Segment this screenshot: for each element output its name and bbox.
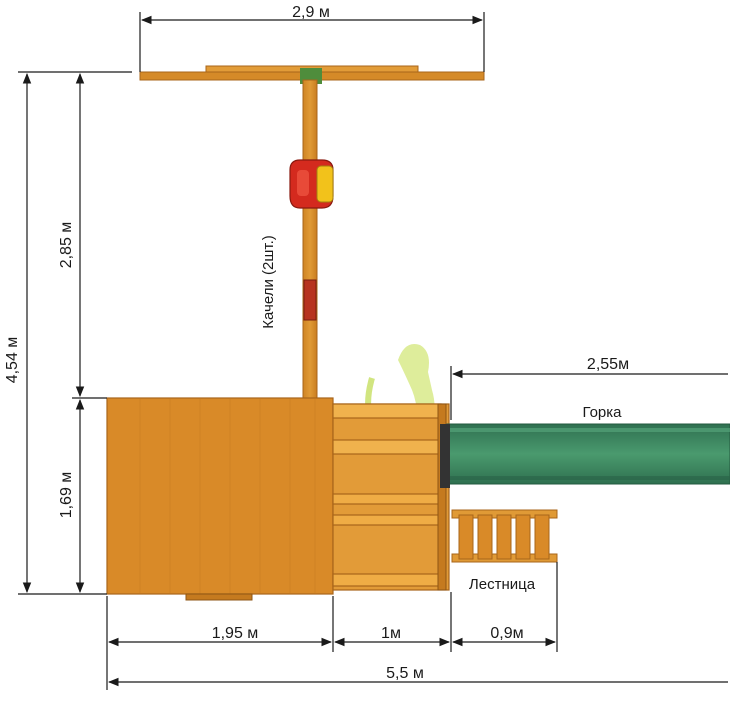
dim-tower-depth: 1,69 м <box>58 472 75 519</box>
dim-swing-depth: 2,85 м <box>58 222 75 269</box>
swing-post <box>302 79 318 401</box>
dim-slide-length: 2,55м <box>587 356 629 373</box>
dim-total-width: 5,5 м <box>386 665 424 682</box>
dimension-lines <box>18 12 728 690</box>
swing-seat-icon <box>289 159 334 209</box>
label-ladder: Лестница <box>469 576 536 593</box>
dim-ladder-width: 0,9м <box>490 625 523 642</box>
label-swings: Качели (2шт.) <box>260 235 277 328</box>
dim-swing-beam-width: 2,9 м <box>292 4 330 21</box>
slide <box>440 423 730 488</box>
tower-floor <box>106 397 334 601</box>
ladder <box>451 509 558 563</box>
dim-platform-width: 1м <box>381 625 401 642</box>
platform <box>332 403 450 591</box>
label-slide: Горка <box>582 404 622 421</box>
dim-total-depth: 4,54 м <box>4 337 21 384</box>
dim-tower-width: 1,95 м <box>212 625 259 642</box>
